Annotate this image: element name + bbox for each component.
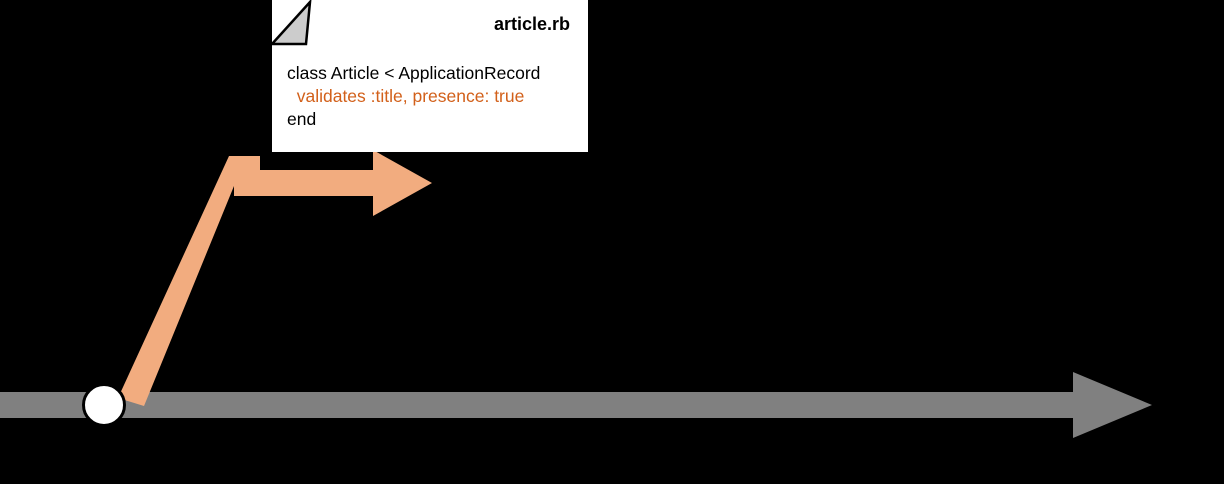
timeline-node-marker[interactable] <box>82 383 126 427</box>
code-line-highlighted: validates :title, presence: true <box>287 86 525 106</box>
callout-arrow-shape <box>118 150 432 406</box>
timeline-arrow <box>0 372 1152 438</box>
file-card: article.rb class Article < ApplicationRe… <box>272 0 588 152</box>
page-fold-shape <box>272 0 312 46</box>
timeline-arrow-shape <box>0 372 1152 438</box>
code-block: class Article < ApplicationRecord valida… <box>287 62 577 131</box>
code-line: end <box>287 109 317 129</box>
code-line: class Article < ApplicationRecord <box>287 63 541 83</box>
callout-arrow <box>118 150 432 406</box>
file-name-label: article.rb <box>493 14 570 34</box>
page-fold-icon <box>272 0 312 46</box>
